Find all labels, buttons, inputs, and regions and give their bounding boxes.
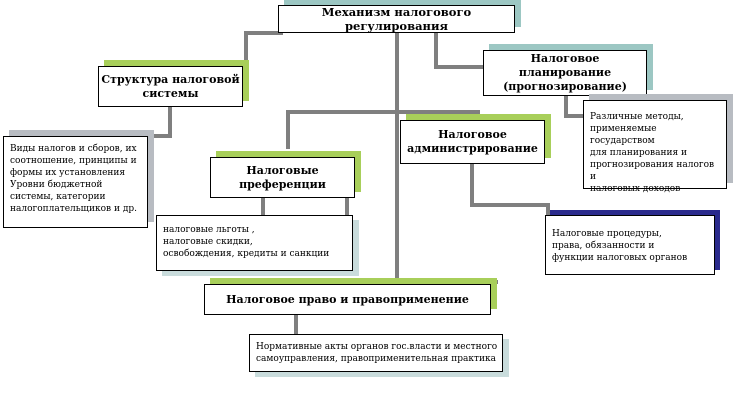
connector-trunk-branch — [286, 110, 480, 149]
tax-administration-box: Налоговое администрирование — [400, 120, 545, 164]
tax-preferences-description: налоговые льготы , налоговые скидки, осв… — [163, 225, 330, 259]
root-box: Механизм налогового регулирования — [278, 5, 515, 33]
connector-law-branch — [264, 280, 498, 284]
tax-planning-description: Различные методы, применяемые государств… — [590, 112, 715, 194]
tax-law-description: Нормативные акты органов гос.власти и ме… — [256, 342, 498, 364]
tax-administration-description: Налоговые процедуры, права, обязанности … — [552, 229, 688, 263]
tax-system-label: Структура налоговой системы — [101, 72, 240, 100]
tax-planning-label: Налоговое планирование (прогнозирование) — [503, 52, 627, 93]
tax-preferences-description-box: налоговые льготы , налоговые скидки, осв… — [156, 215, 353, 271]
connector-admin-desc — [470, 164, 550, 215]
connector-tax-system-desc — [153, 107, 172, 138]
tax-preferences-box: Налоговые преференции — [210, 157, 355, 198]
tax-administration-description-box: Налоговые процедуры, права, обязанности … — [545, 215, 715, 275]
tax-law-description-box: Нормативные акты органов гос.власти и ме… — [249, 334, 503, 372]
tax-administration-label: Налоговое администрирование — [407, 128, 538, 155]
tax-planning-description-box: Различные методы, применяемые государств… — [583, 100, 727, 194]
tax-preferences-label: Налоговые преференции — [239, 163, 326, 191]
tax-law-label: Налоговое право и правоприменение — [226, 292, 469, 306]
tax-law-box: Налоговое право и правоприменение — [204, 284, 491, 315]
connector-root-planning — [434, 33, 484, 69]
tax-system-box: Структура налоговой системы — [98, 66, 243, 107]
tax-system-description: Виды налогов и сборов, их соотношение, п… — [10, 144, 137, 214]
tax-planning-box: Налоговое планирование (прогнозирование) — [483, 50, 647, 96]
connector-planning-desc — [564, 96, 585, 118]
tax-system-description-box: Виды налогов и сборов, их соотношение, п… — [3, 136, 148, 228]
connector-root-tax-system — [244, 31, 283, 68]
root-label: Механизм налогового регулирования — [321, 5, 472, 33]
